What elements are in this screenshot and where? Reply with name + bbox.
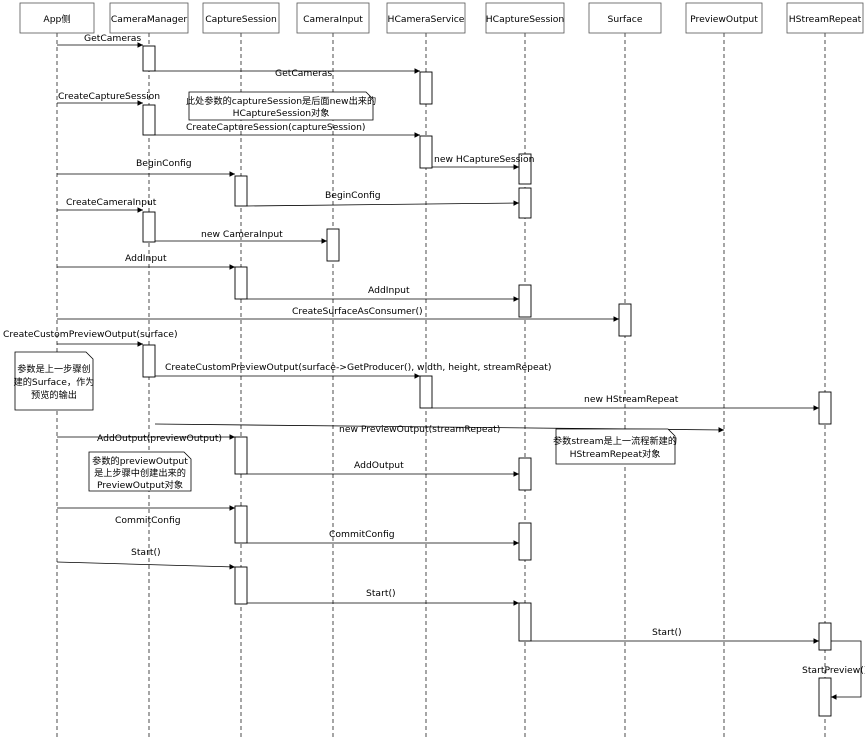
participant-preview-output-label: PreviewOutput — [690, 14, 758, 25]
activation-bar — [518, 187, 532, 219]
message-label: AddInput — [368, 285, 410, 296]
note-text: 建的Surface，作为 — [14, 376, 95, 388]
participant-heads: App侧 CameraManager CaptureSession Camera… — [19, 2, 864, 34]
activation-bar — [234, 266, 248, 300]
message-label: CreateSurfaceAsConsumer() — [292, 306, 423, 317]
activation-bar — [518, 602, 532, 642]
note-text: HCaptureSession对象 — [233, 107, 330, 119]
participant-camera-input-label: CameraInput — [303, 14, 363, 25]
activation-bar — [518, 457, 532, 491]
self-message-arrow — [831, 640, 862, 700]
activation-bar — [518, 284, 532, 318]
note-text: 预览的输出 — [31, 389, 77, 401]
participant-hcapture-session-label: HCaptureSession — [486, 14, 565, 25]
message-label: CommitConfig — [329, 529, 395, 540]
participant-hcapture-session: HCaptureSession — [485, 2, 565, 34]
note-stream-repeat: 参数stream是上一流程新建的 HStreamRepeat对象 — [553, 428, 677, 465]
participant-camera-manager-label: CameraManager — [111, 14, 188, 25]
activation-bar — [818, 622, 832, 651]
message-label: GetCameras — [84, 33, 141, 44]
activation-bar — [142, 45, 156, 72]
activation-bar — [419, 375, 433, 409]
activation-bar — [818, 391, 832, 425]
message-label: Start() — [652, 627, 682, 638]
activation-bar — [142, 104, 156, 136]
participant-camera-manager: CameraManager — [109, 2, 189, 34]
message-label: new HStreamRepeat — [584, 394, 679, 405]
note-preview-output: 参数的previewOutput 是上步骤中创建出来的 PreviewOutpu… — [88, 451, 192, 492]
note-text: 是上步骤中创建出来的 — [94, 467, 186, 479]
message-label: new PreviewOutput(streamRepeat) — [339, 424, 500, 435]
activation-bar — [618, 303, 632, 337]
activation-bar — [142, 211, 156, 243]
participant-app-label: App侧 — [43, 13, 70, 25]
participant-hcamera-service-label: HCameraService — [388, 14, 465, 25]
note-capture-session: 此处参数的captureSession是后面new出来的 HCaptureSes… — [186, 91, 376, 121]
note-text: 参数是上一步骤创 — [17, 363, 91, 375]
message-label: AddOutput(previewOutput) — [97, 433, 222, 444]
participant-surface: Surface — [588, 2, 662, 34]
note-text: PreviewOutput对象 — [97, 479, 183, 491]
participant-camera-input: CameraInput — [296, 2, 370, 34]
message-arrows — [56, 42, 862, 700]
message-label: BeginConfig — [325, 190, 381, 201]
message-label: CreateCustomPreviewOutput(surface) — [3, 329, 178, 340]
message-label: CommitConfig — [115, 515, 181, 526]
participant-hcamera-service: HCameraService — [386, 2, 466, 34]
message-label: Start() — [366, 588, 396, 599]
lifelines — [56, 33, 826, 738]
note-text: 此处参数的captureSession是后面new出来的 — [186, 95, 376, 107]
participant-surface-label: Surface — [607, 14, 642, 25]
activation-bar — [518, 153, 532, 185]
participant-hstream-repeat: HStreamRepeat — [786, 2, 864, 34]
participant-app: App侧 — [19, 2, 95, 34]
message-label: CreateCaptureSession(captureSession) — [186, 122, 366, 133]
activation-bar — [419, 71, 433, 105]
message-label: StartPreview() — [802, 665, 865, 676]
participant-hstream-repeat-label: HStreamRepeat — [789, 14, 862, 25]
message-arrow — [246, 200, 520, 207]
activation-bar — [142, 344, 156, 378]
message-arrow — [56, 561, 236, 570]
message-label: AddOutput — [354, 460, 404, 471]
activation-bars — [142, 45, 832, 717]
message-label: CreateCameraInput — [66, 197, 157, 208]
activation-bar — [234, 566, 248, 605]
message-label: AddInput — [125, 253, 167, 264]
note-text: 参数的previewOutput — [92, 455, 188, 467]
note-text: HStreamRepeat对象 — [570, 448, 661, 460]
message-label: Start() — [131, 547, 161, 558]
message-label: BeginConfig — [136, 158, 192, 169]
note-text: 参数stream是上一流程新建的 — [553, 435, 677, 447]
note-surface: 参数是上一步骤创 建的Surface，作为 预览的输出 — [14, 351, 95, 411]
activation-bar — [234, 505, 248, 544]
message-labels: GetCameras GetCameras CreateCaptureSessi… — [3, 33, 865, 676]
participant-capture-session-label: CaptureSession — [205, 14, 277, 25]
participant-preview-output: PreviewOutput — [685, 2, 763, 34]
activation-bar — [234, 436, 248, 475]
activation-bar — [419, 135, 433, 169]
message-label: GetCameras — [275, 68, 332, 79]
participant-capture-session: CaptureSession — [202, 2, 280, 34]
activation-bar — [326, 228, 340, 262]
message-label: CreateCustomPreviewOutput(surface->GetPr… — [165, 362, 551, 373]
message-label: new HCaptureSession — [434, 154, 535, 165]
activation-bar — [518, 522, 532, 561]
activation-bar — [234, 175, 248, 207]
activation-bar — [818, 677, 832, 717]
message-label: CreateCaptureSession — [58, 91, 160, 102]
message-label: new CameraInput — [201, 229, 283, 240]
